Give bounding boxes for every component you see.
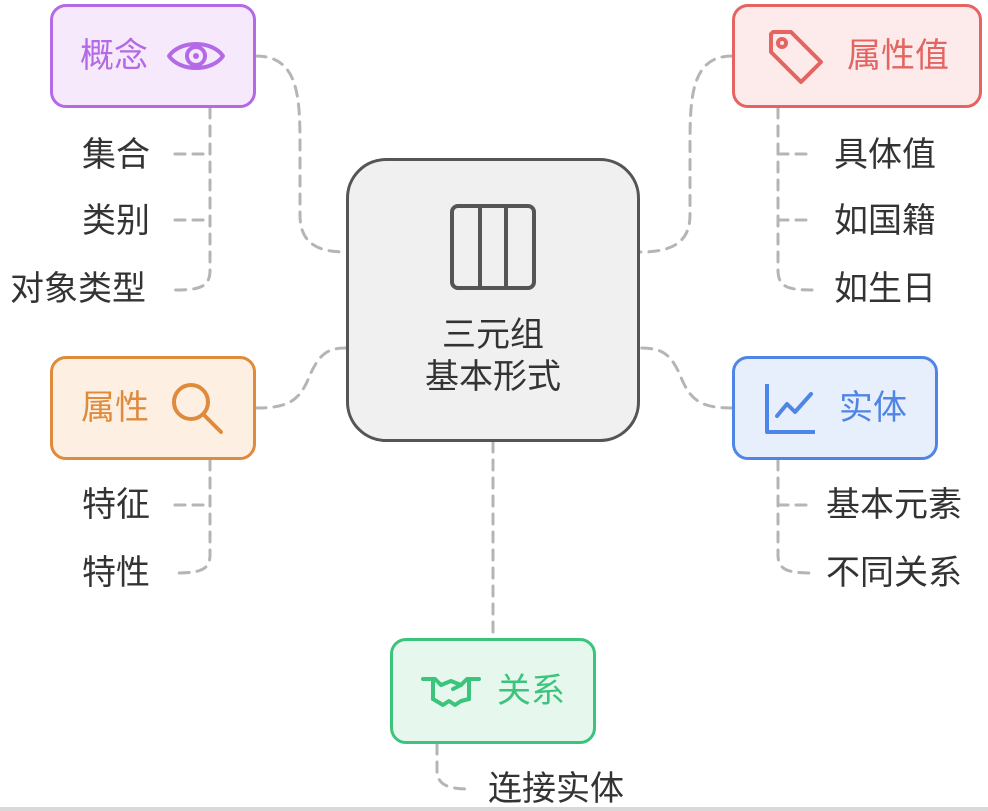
- leaf-attr-1: 特征: [82, 485, 150, 525]
- connector-entity-children: [776, 458, 814, 575]
- leaf-rel-1: 连接实体: [488, 769, 624, 809]
- node-concept[interactable]: 概念: [50, 4, 256, 108]
- bottom-divider: [0, 807, 988, 811]
- connector-attr-children: [173, 458, 212, 575]
- center-title-line2: 基本形式: [425, 357, 561, 397]
- chart-line-icon: [765, 384, 815, 434]
- node-entity-label: 实体: [839, 388, 907, 428]
- tag-icon: [769, 30, 823, 84]
- node-rel-label: 关系: [497, 671, 565, 711]
- leaf-entity-2: 不同关系: [826, 553, 962, 593]
- handshake-icon: [421, 677, 481, 707]
- leaf-concept-3: 对象类型: [10, 269, 146, 309]
- connector-attr: [254, 346, 348, 410]
- connector-rel-children: [435, 742, 472, 791]
- node-attrval[interactable]: 属性值: [732, 4, 982, 108]
- search-icon: [172, 383, 223, 434]
- connector-entity: [638, 346, 734, 410]
- center-title-line1: 三元组: [442, 314, 544, 355]
- connector-concept: [254, 54, 348, 254]
- leaf-attrval-2: 如国籍: [834, 201, 936, 241]
- eye-icon: [167, 42, 225, 70]
- leaf-attrval-3: 如生日: [834, 269, 936, 309]
- leaf-concept-2: 类别: [82, 201, 150, 241]
- leaf-concept-1: 集合: [82, 135, 150, 175]
- connector-attrval-children: [776, 106, 814, 292]
- node-rel[interactable]: 关系: [390, 638, 596, 744]
- node-concept-label: 概念: [80, 36, 148, 76]
- columns-icon: [450, 203, 536, 290]
- node-entity[interactable]: 实体: [732, 356, 938, 460]
- node-attr-label: 属性: [81, 388, 149, 428]
- node-attr[interactable]: 属性: [50, 356, 256, 460]
- leaf-attrval-1: 具体值: [834, 135, 936, 175]
- center-node[interactable]: 三元组 基本形式: [346, 158, 640, 442]
- connector-concept-children: [173, 106, 212, 292]
- leaf-attr-2: 特性: [82, 553, 150, 593]
- leaf-entity-1: 基本元素: [826, 485, 962, 525]
- node-attrval-label: 属性值: [847, 36, 949, 76]
- connector-attrval: [638, 54, 734, 254]
